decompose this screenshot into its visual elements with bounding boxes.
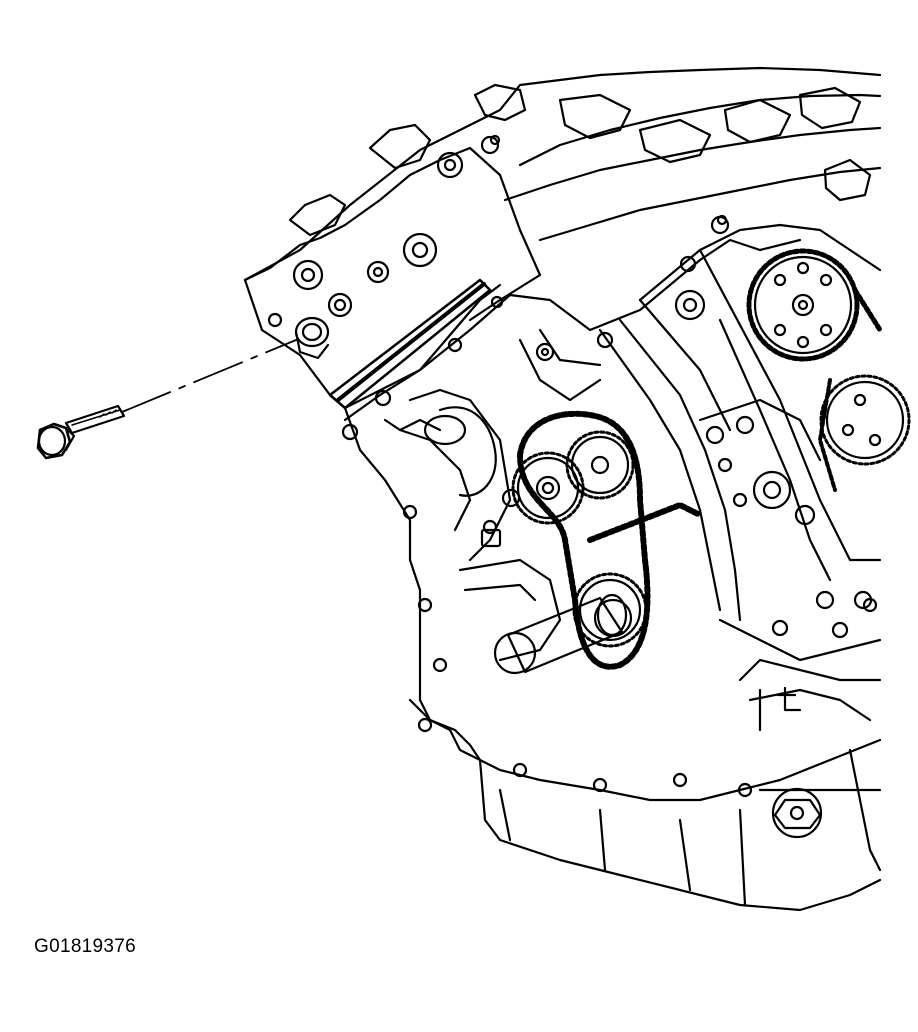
bolt (36, 404, 126, 460)
front-cover (341, 214, 802, 762)
oil-pan (478, 748, 882, 912)
figure-id-label: G01819376 (34, 936, 137, 957)
head-gasket-left (328, 278, 492, 410)
timing-chain (517, 410, 651, 670)
cylinder-head-left (243, 134, 542, 328)
installation-leader-line (121, 339, 297, 413)
timing-chain-secondary (587, 502, 703, 543)
crankshaft-nose (493, 593, 628, 675)
valve-cover-left (243, 66, 882, 410)
chain-tensioner (458, 342, 562, 662)
lower-block (408, 597, 882, 802)
cover-ribs (398, 298, 742, 622)
bolt-boss (294, 316, 330, 360)
idler-sprocket-right (818, 374, 911, 492)
cylinder-head-right (638, 223, 882, 610)
cam-sprocket-right (746, 248, 883, 362)
cam-sprocket-center (511, 430, 635, 525)
drain-plug (771, 787, 823, 839)
